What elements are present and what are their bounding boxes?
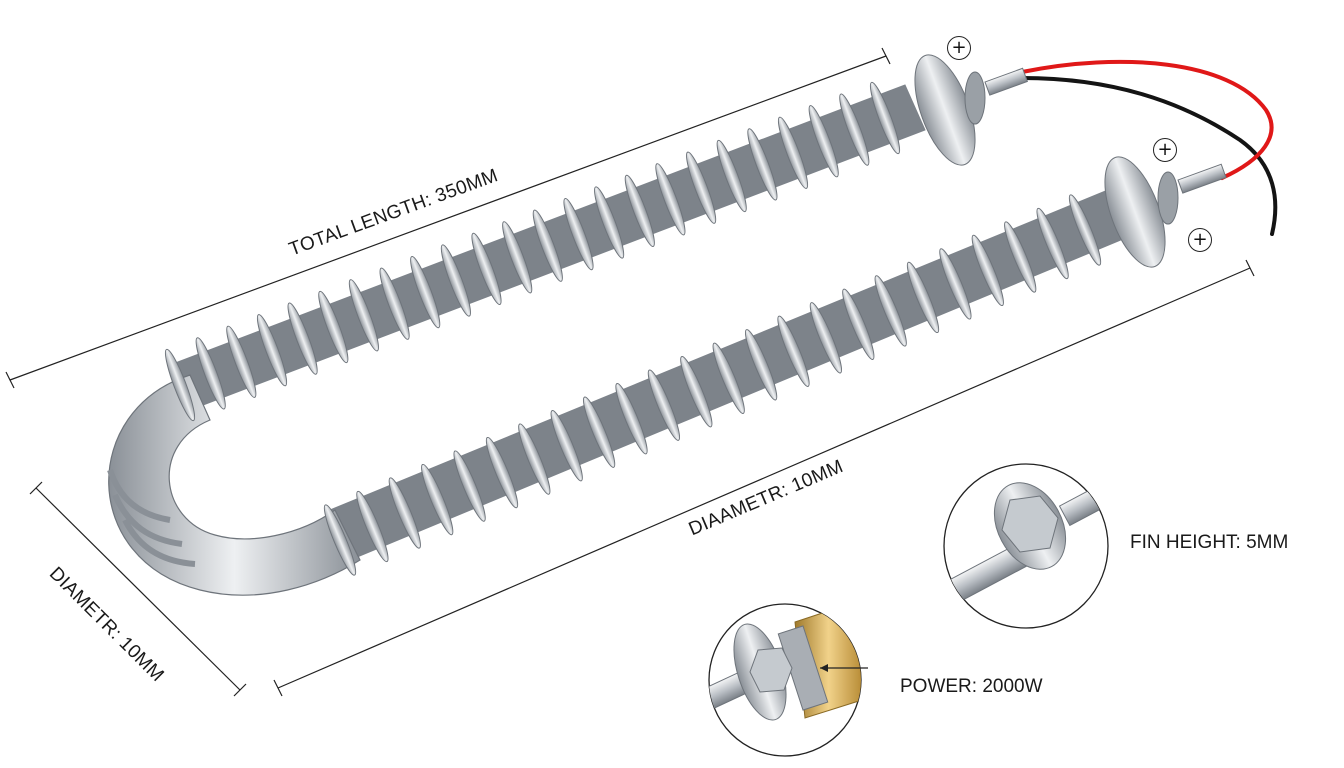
fin-upper xyxy=(686,151,717,224)
fin-upper xyxy=(502,221,533,294)
fin-upper xyxy=(410,255,441,329)
fin-lower xyxy=(712,342,745,414)
fin-upper xyxy=(226,325,257,398)
fin-upper xyxy=(808,105,839,178)
fin-lower xyxy=(388,477,421,549)
fin-lower xyxy=(842,288,875,360)
fin-lower xyxy=(453,450,486,522)
terminal-top xyxy=(914,54,1029,166)
lead-wires xyxy=(1020,59,1278,236)
fin-upper xyxy=(747,128,778,201)
terminal-lower xyxy=(1104,156,1227,268)
fin-upper xyxy=(624,174,655,248)
fin-lower xyxy=(647,369,681,441)
fin-lower xyxy=(1004,221,1037,293)
fin-upper xyxy=(777,116,809,189)
fin-upper xyxy=(379,267,410,340)
fins-upper xyxy=(164,81,901,422)
fin-lower xyxy=(744,329,778,401)
fin-lower xyxy=(874,275,907,347)
fin-upper xyxy=(318,290,349,364)
inset-fin-height xyxy=(943,463,1109,629)
fin-lower xyxy=(971,234,1004,307)
diameter-left-dimension xyxy=(29,481,247,697)
fin-lower xyxy=(582,396,616,468)
fin-upper xyxy=(440,244,471,317)
fin-height-label: FIN HEIGHT: 5MM xyxy=(1130,532,1289,553)
power-label: POWER: 2000W xyxy=(900,676,1043,697)
fins-lower xyxy=(323,194,1102,576)
inset-power xyxy=(708,603,868,757)
fin-lower xyxy=(421,463,454,536)
polarity-middle-icon: + xyxy=(1153,138,1177,162)
diameter-center-dimension xyxy=(273,259,1255,697)
fin-upper xyxy=(195,337,226,410)
fin-lower xyxy=(939,248,972,320)
fin-lower xyxy=(518,423,551,495)
polarity-top-icon: + xyxy=(947,36,971,60)
fin-lower xyxy=(1036,207,1069,280)
fin-upper xyxy=(471,232,502,306)
fin-upper xyxy=(532,209,563,282)
fin-upper xyxy=(594,186,625,259)
fin-upper xyxy=(655,163,686,236)
fin-upper xyxy=(839,93,870,166)
black-wire xyxy=(1020,76,1278,236)
fin-upper xyxy=(164,348,196,422)
fin-lower xyxy=(1068,194,1102,266)
red-wire xyxy=(1020,59,1274,180)
fin-lower xyxy=(323,504,357,576)
fin-lower xyxy=(777,315,810,387)
fin-lower xyxy=(485,436,519,509)
fin-lower xyxy=(680,356,713,428)
fin-lower xyxy=(356,490,389,563)
u-bend xyxy=(107,374,361,596)
fin-upper xyxy=(869,81,901,155)
fin-lower xyxy=(809,302,843,374)
fin-lower xyxy=(615,383,648,455)
fin-lower xyxy=(906,261,940,334)
fin-lower xyxy=(550,410,583,482)
total-length-dimension xyxy=(5,47,891,389)
fin-upper xyxy=(256,314,288,387)
fin-upper xyxy=(348,279,379,352)
fin-upper xyxy=(563,197,594,271)
polarity-lower-icon: + xyxy=(1188,228,1212,252)
fin-upper xyxy=(716,139,747,213)
fin-upper xyxy=(287,302,318,375)
